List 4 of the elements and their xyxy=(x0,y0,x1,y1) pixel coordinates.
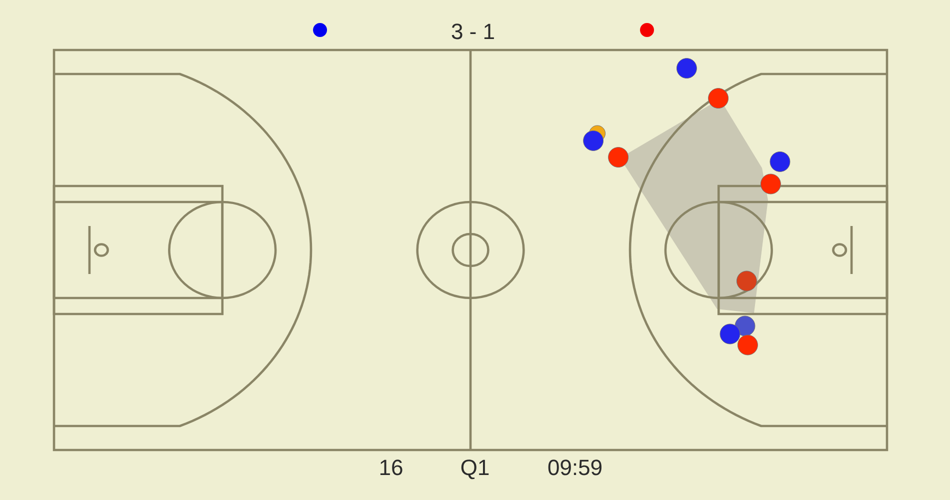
game-info-text: 09:59 xyxy=(548,460,602,476)
score-text: 3 - 1 xyxy=(452,24,494,40)
game-info-text: Q1 xyxy=(461,460,489,480)
game-info-text: 16 xyxy=(380,460,402,476)
